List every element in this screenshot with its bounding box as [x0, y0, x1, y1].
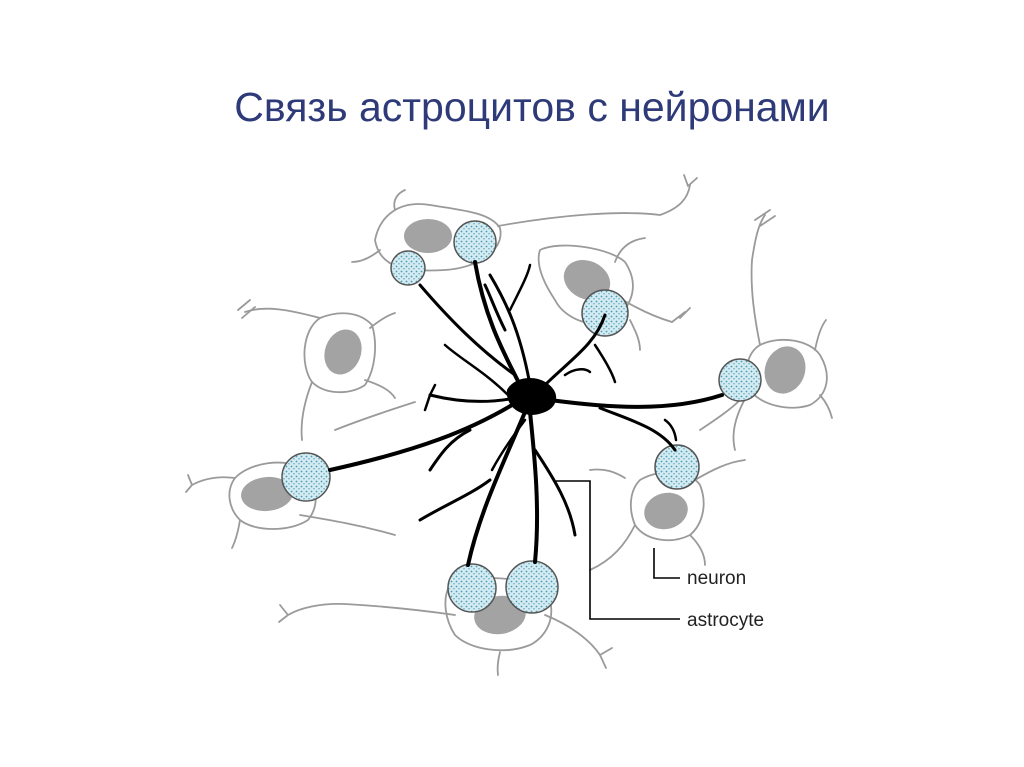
- neuron-body: [228, 461, 317, 530]
- astrocyte-soma: [506, 378, 557, 415]
- neuron-body: [303, 312, 376, 394]
- endfoot: [581, 289, 629, 337]
- endfoot: [390, 250, 426, 286]
- nucleus: [241, 476, 293, 512]
- endfoot: [447, 563, 497, 613]
- neuron-network: [185, 174, 833, 676]
- slide-title: Связь астроцитов с нейронами: [234, 84, 830, 130]
- nucleus: [404, 219, 452, 253]
- endfoot: [654, 444, 700, 490]
- label-leaders: [556, 480, 680, 620]
- endfoot: [453, 220, 497, 264]
- nucleus: [324, 329, 362, 375]
- astrocyte-leader-line: [556, 480, 680, 620]
- neuron-leader-line: [653, 548, 680, 579]
- nucleus: [563, 260, 611, 300]
- endfoot: [505, 560, 559, 614]
- neuron-label: neuron: [687, 568, 746, 589]
- nucleus: [644, 492, 688, 530]
- astrocyte-endfeet: [281, 220, 762, 614]
- nucleus: [764, 346, 806, 394]
- endfoot: [281, 452, 331, 502]
- astrocyte-label: astrocyte: [687, 610, 764, 631]
- endfoot: [718, 358, 762, 402]
- astrocyte: [328, 260, 724, 567]
